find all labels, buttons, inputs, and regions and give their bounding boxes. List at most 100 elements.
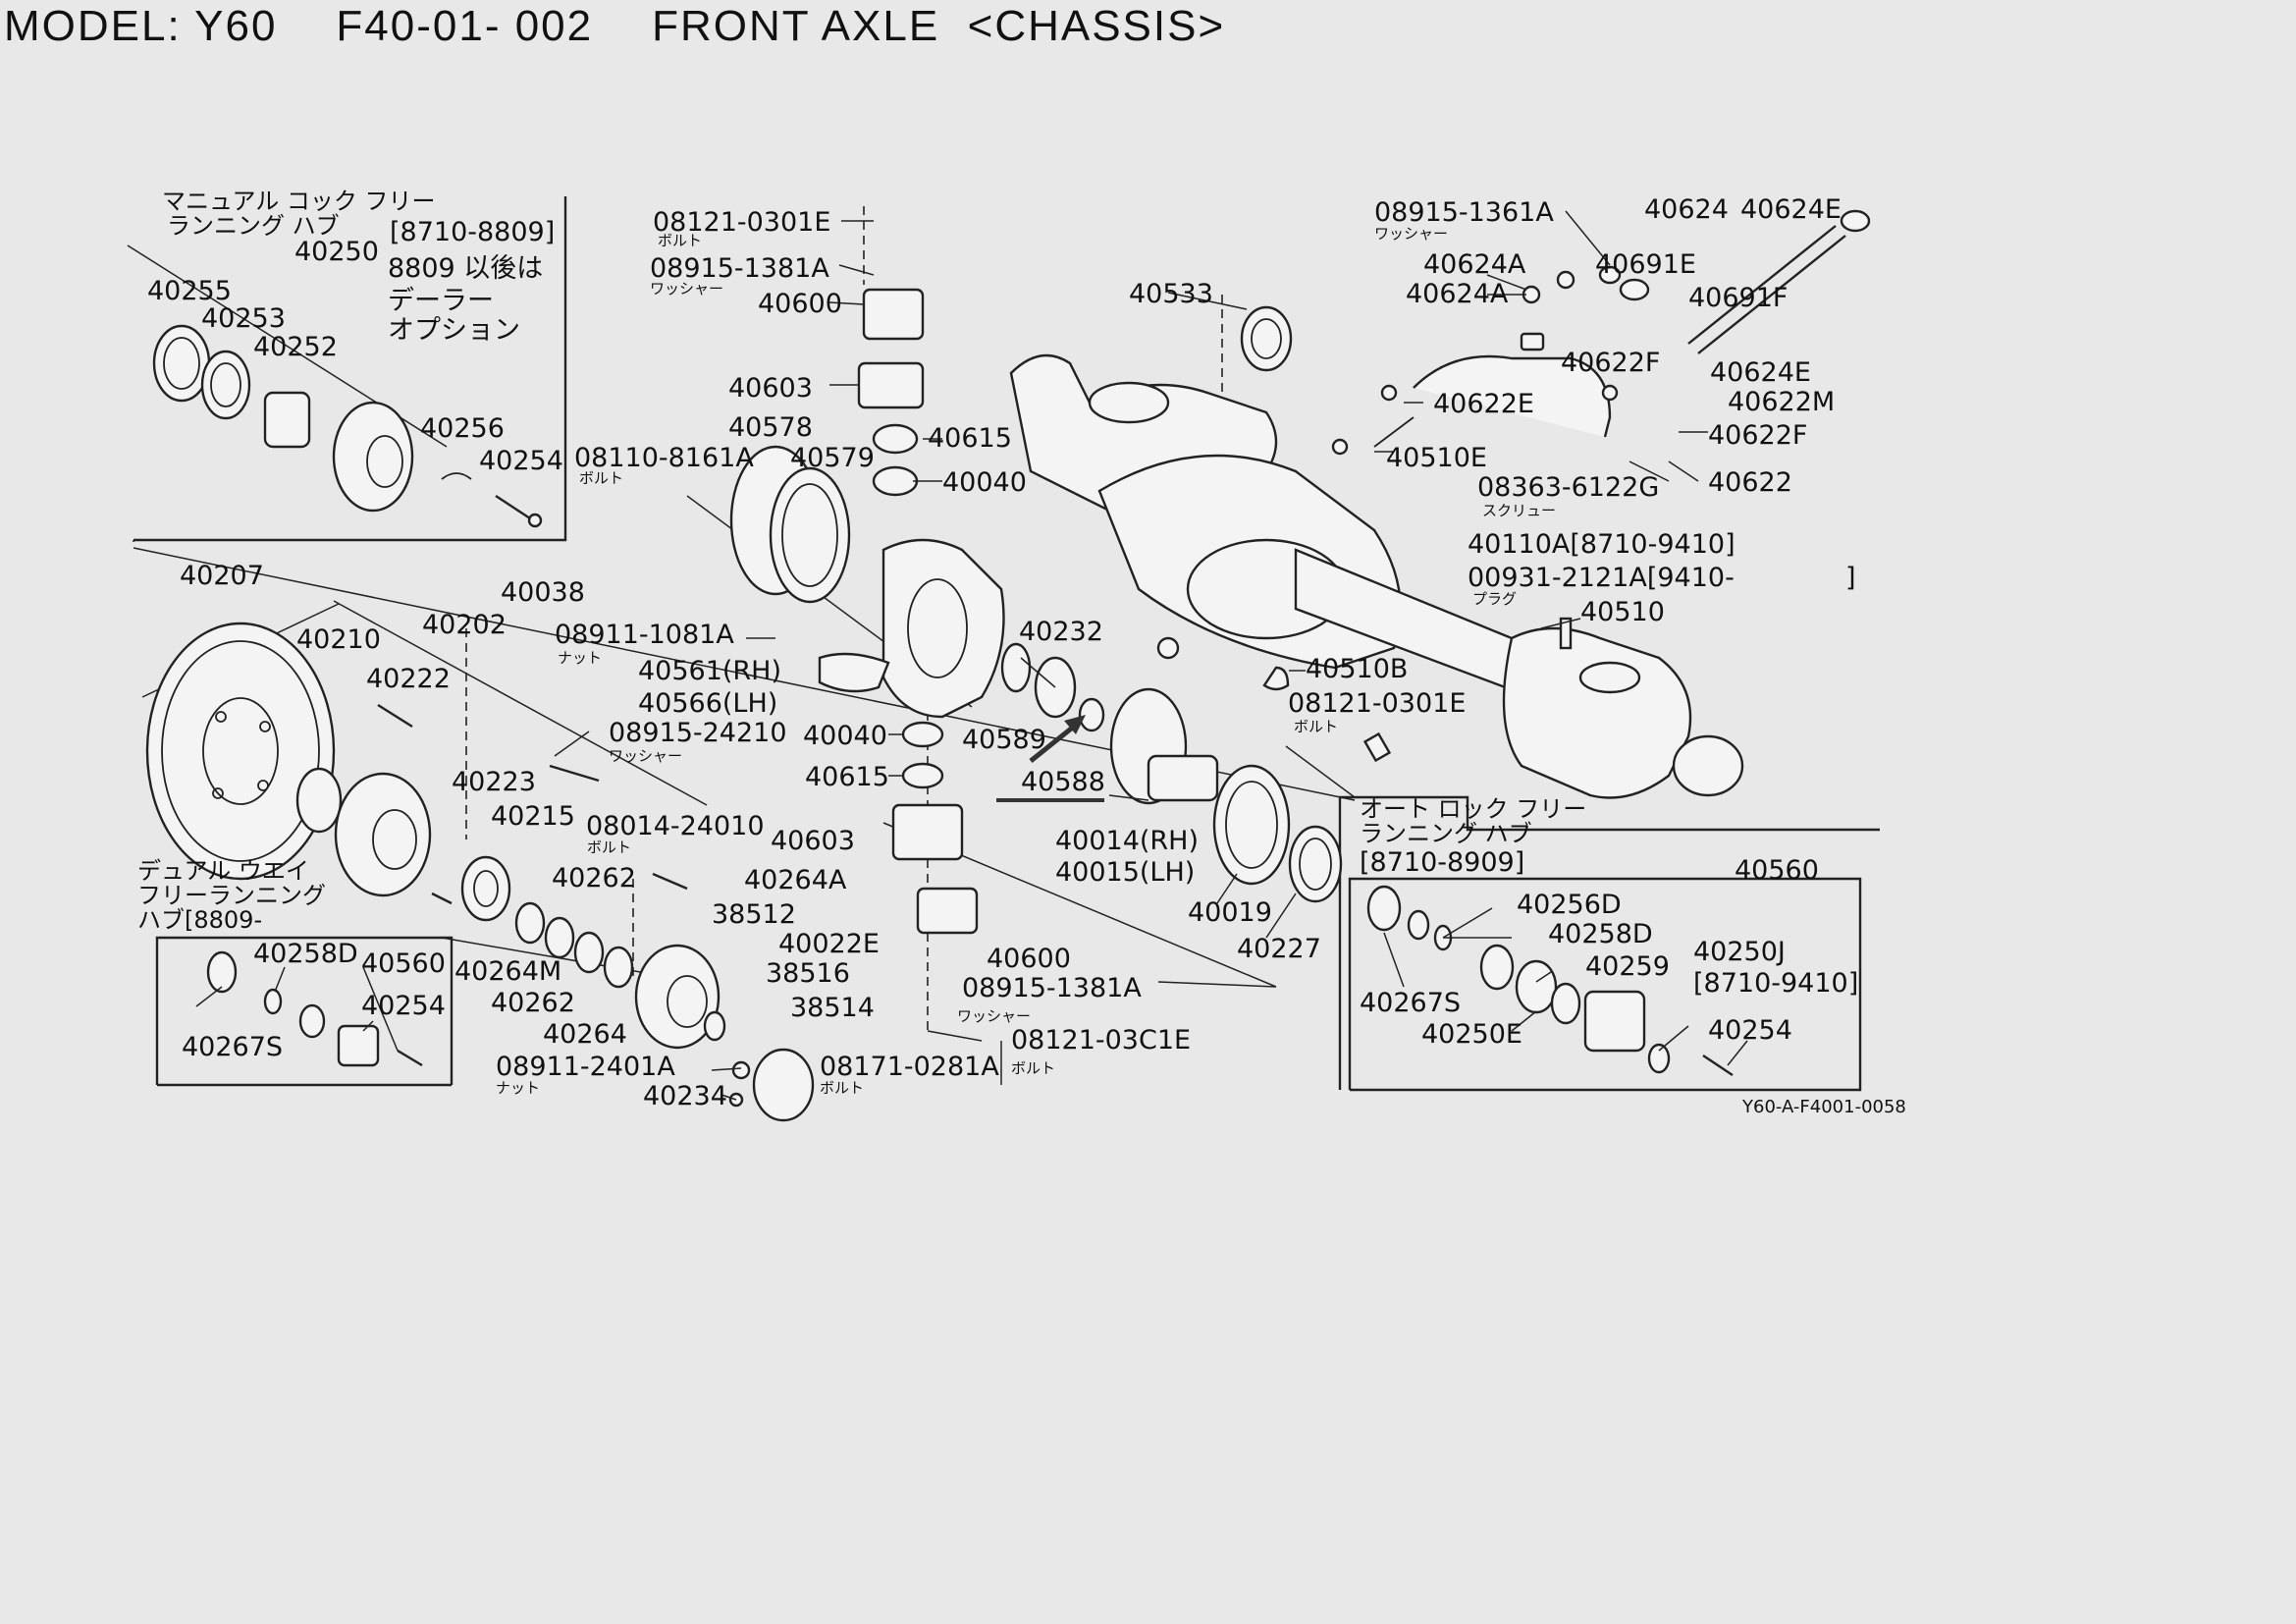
part-label: 38516 — [766, 958, 850, 989]
part-label: 08911-2401A — [496, 1052, 675, 1082]
part-label: 40603 — [728, 373, 813, 404]
part-label: 40624 — [1644, 194, 1729, 225]
part-label: 40622E — [1433, 389, 1534, 419]
part-label: 40019 — [1188, 897, 1272, 928]
auto-lock-hub-frame — [1338, 795, 1880, 1092]
model-label: MODEL: Y60 — [4, 2, 278, 50]
part-label: 40255 — [147, 276, 232, 306]
manual-hub-jp-title: マニュアル コック フリー — [162, 188, 436, 215]
part-label: 40227 — [1237, 934, 1321, 964]
part-label: 40254 — [1708, 1015, 1792, 1046]
part-label: 08915-24210 — [609, 718, 787, 748]
part-label: 40578 — [728, 412, 813, 443]
manual-hub-dealer-note: デーラー — [388, 286, 494, 316]
auto-lock-hub-parts — [1366, 885, 1734, 1076]
part-label: 40615 — [928, 423, 1012, 454]
part-label: 40589 — [962, 725, 1046, 755]
dual-hub-jp-subtitle: フリーランニング — [137, 882, 326, 909]
part-label: 08915-1381A — [962, 973, 1142, 1003]
manual-hub-notes: マニュアル コック フリー ランニング ハブ [8710-8809] 8809 … — [162, 188, 555, 346]
manual-hub-range: [8710-8809] — [390, 217, 555, 247]
manual-hub-option-note: オプション — [388, 315, 520, 346]
part-label: 40250 — [294, 237, 379, 267]
bolt-note: ボルト — [658, 232, 702, 249]
wheel-hub-parts — [295, 703, 815, 1122]
part-label: 08121-03C1E — [1011, 1025, 1191, 1056]
washer-note: ワッシャー — [609, 747, 682, 765]
part-label: 08110-8161A — [574, 443, 754, 473]
plug-note: プラグ — [1472, 590, 1517, 608]
part-label: 40040 — [803, 721, 887, 751]
part-label: 40222 — [366, 664, 451, 694]
part-label: 08915-1361A — [1374, 197, 1554, 228]
part-label: 40022E — [778, 929, 880, 959]
part-label: 40622M — [1728, 387, 1835, 417]
manual-hub-parts — [152, 324, 543, 528]
part-label: 40256D — [1517, 890, 1622, 920]
part-label: 40615 — [805, 762, 889, 792]
diagram-header: MODEL: Y60 F40-01- 002 FRONT AXLE <CHASSIS… — [4, 2, 1284, 51]
washer-note: ワッシャー — [957, 1007, 1031, 1025]
auto-lock-hub-notes: オート ロック フリー ランニング ハブ [8710-8909] — [1360, 795, 1586, 878]
part-label: 40267S — [1360, 988, 1461, 1018]
part-label: 40510B — [1306, 654, 1408, 684]
part-label: 40215 — [491, 801, 575, 832]
part-label: 08121-0301E — [653, 207, 830, 238]
auto-hub-jp-subtitle: ランニング ハブ — [1360, 820, 1532, 847]
part-label: ] — [1845, 563, 1856, 593]
part-label: 40561(RH) — [638, 656, 781, 686]
part-label: 40258D — [253, 939, 358, 969]
part-label: 40603 — [771, 826, 855, 856]
part-label: 40253 — [201, 303, 286, 334]
leader-lines — [195, 210, 1748, 1101]
part-label: 40202 — [422, 610, 507, 640]
nut-note: ナット — [496, 1079, 540, 1097]
part-label: 40250J — [1693, 937, 1786, 967]
part-label: 40691E — [1595, 249, 1696, 280]
part-label: 40110A[8710-9410] — [1468, 529, 1735, 560]
part-label: 40624A — [1423, 249, 1526, 280]
part-label: 40622F — [1708, 420, 1807, 451]
manual-hub-frame — [133, 196, 567, 542]
dual-way-hub-notes: デュアル ウエイ フリーランニング ハブ[8809- — [137, 857, 326, 934]
part-label: 40210 — [296, 624, 381, 655]
part-label: 40234 — [643, 1081, 727, 1111]
part-label: 40223 — [452, 767, 536, 797]
part-label: 40622F — [1561, 348, 1660, 378]
part-label: 40510 — [1580, 597, 1665, 627]
part-label: 08363-6122G — [1477, 472, 1659, 503]
part-label: 40533 — [1129, 279, 1213, 309]
part-label: 08014-24010 — [586, 811, 765, 841]
part-label: 40015(LH) — [1055, 857, 1195, 888]
brake-rotor — [145, 622, 336, 881]
spindle — [1109, 687, 1343, 903]
part-label: 40262 — [552, 863, 636, 893]
part-label: 08915-1381A — [650, 253, 829, 284]
part-label: 08171-0281A — [820, 1052, 999, 1082]
part-label: 40014(RH) — [1055, 826, 1199, 856]
part-label: 38512 — [712, 899, 796, 930]
part-label: 40264M — [454, 956, 561, 987]
part-label: 40250E — [1421, 1019, 1522, 1050]
dual-way-hub-parts — [206, 950, 423, 1067]
part-label: 40588 — [1021, 767, 1105, 797]
diagram-reference-code: Y60-A-F4001-0058 — [1741, 1097, 1906, 1117]
auto-hub-jp-title: オート ロック フリー — [1360, 795, 1586, 823]
part-label: 40254 — [361, 991, 446, 1021]
part-label: 40259 — [1585, 951, 1670, 982]
part-label: [8710-9410] — [1693, 968, 1858, 999]
diagram-title: FRONT AXLE <CHASSIS> — [652, 2, 1226, 50]
part-label: 40267S — [182, 1032, 283, 1062]
part-label: 40566(LH) — [638, 688, 777, 719]
dual-hub-jp-title: デュアル ウエイ — [137, 857, 309, 885]
part-label: 40510E — [1386, 443, 1487, 473]
auto-hub-range: [8710-8909] — [1360, 847, 1524, 878]
part-label: 40232 — [1019, 617, 1103, 647]
catalog-code: F40-01- 002 — [336, 2, 594, 50]
part-label: 40622 — [1708, 467, 1792, 498]
part-label: 08121-0301E — [1288, 688, 1466, 719]
part-label: 40258D — [1548, 919, 1653, 949]
part-label: 40252 — [253, 332, 338, 362]
bolt-note: ボルト — [1011, 1059, 1055, 1077]
